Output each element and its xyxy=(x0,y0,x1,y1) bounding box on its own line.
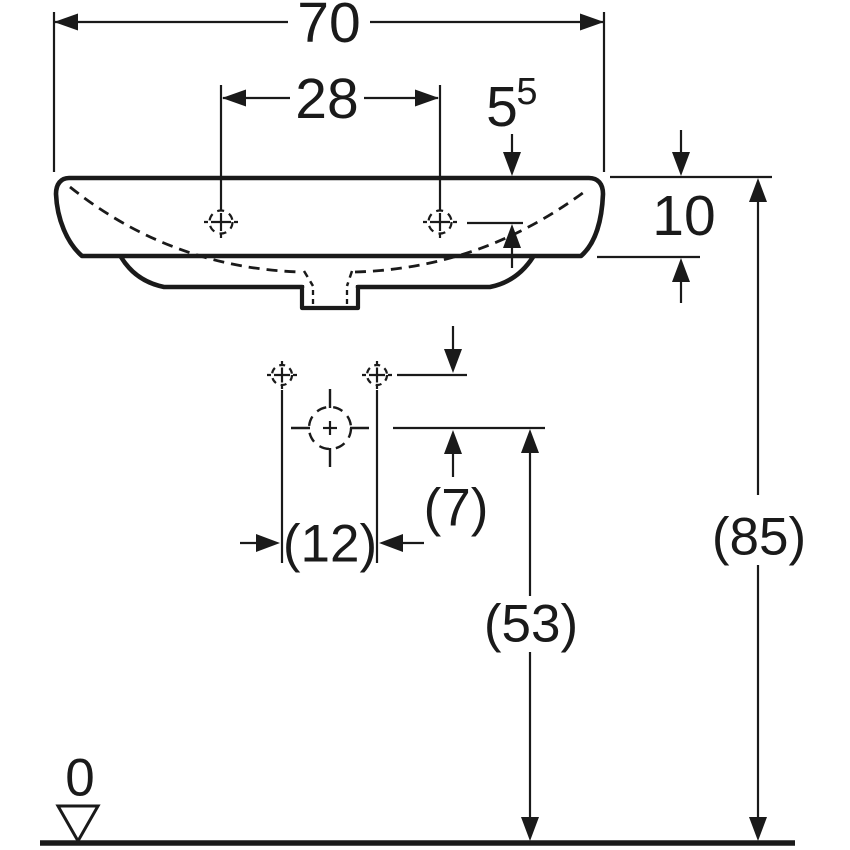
arrow-right-icon xyxy=(256,534,280,552)
arrow-up-icon xyxy=(503,224,521,248)
dim-70-label: 70 xyxy=(297,0,360,55)
datum-triangle-icon xyxy=(55,804,101,845)
fixing-hole-left-circle xyxy=(270,363,294,387)
dim-85-label: (85) xyxy=(712,508,806,567)
reference-lines xyxy=(52,12,772,563)
arrow-down-icon xyxy=(521,817,539,841)
basin-front-view xyxy=(53,175,606,311)
basin-apron-right xyxy=(355,254,536,290)
dim-7-label: (7) xyxy=(424,479,489,538)
arrow-down-icon xyxy=(503,152,521,176)
arrow-up-icon xyxy=(521,429,539,453)
dim-5-5: 55 xyxy=(486,71,538,268)
arrow-down-icon xyxy=(444,349,462,373)
hole-pattern-view xyxy=(267,361,392,467)
tap-hole-right xyxy=(423,206,457,238)
fixing-hole-left xyxy=(267,361,297,389)
dim-10: 10 xyxy=(652,130,716,303)
basin-inner-contour-left xyxy=(69,185,302,274)
dim-12-label: (12) xyxy=(283,515,377,574)
fixing-hole-right xyxy=(362,361,392,389)
tap-hole-left xyxy=(204,206,238,238)
drain-funnel-hidden-lines xyxy=(302,270,354,287)
arrow-up-icon xyxy=(672,258,690,282)
basin-inner-contour-right xyxy=(354,187,589,274)
drain-hidden-lines xyxy=(311,290,349,305)
arrow-right-icon xyxy=(415,89,439,107)
dim-53-label: (53) xyxy=(484,595,578,654)
basin-body-outline xyxy=(53,175,606,259)
drain-outlet-box xyxy=(299,285,361,311)
dim-85: (85) xyxy=(712,178,806,841)
dim-10-label: 10 xyxy=(652,184,715,248)
arrow-up-icon xyxy=(749,178,767,202)
dim-7: (7) xyxy=(424,326,489,538)
dim-5-5-label-sup: 5 xyxy=(516,71,537,113)
tap-hole-right-circle xyxy=(427,209,453,235)
ground-datum: 0 xyxy=(40,749,795,846)
dim-12: (12) xyxy=(240,515,424,574)
dim-53: (53) xyxy=(484,429,578,841)
tap-hole-left-circle xyxy=(208,209,234,235)
dim-28-label: 28 xyxy=(295,67,358,131)
arrow-left-icon xyxy=(54,13,78,31)
dim-5-5-label-main: 5 xyxy=(486,75,518,139)
arrow-left-icon xyxy=(222,89,246,107)
dim-5-5-label: 55 xyxy=(486,71,537,139)
dim-28: 28 xyxy=(222,67,439,131)
arrow-up-icon xyxy=(444,430,462,454)
dim-70: 70 xyxy=(54,0,604,55)
fixing-hole-right-circle xyxy=(365,363,389,387)
outlet-hole xyxy=(291,389,369,467)
arrow-down-icon xyxy=(672,152,690,176)
basin-apron-left xyxy=(118,254,305,290)
arrow-down-icon xyxy=(749,817,767,841)
datum-zero-label: 0 xyxy=(65,749,94,808)
arrow-right-icon xyxy=(580,13,604,31)
arrow-left-icon xyxy=(379,534,403,552)
